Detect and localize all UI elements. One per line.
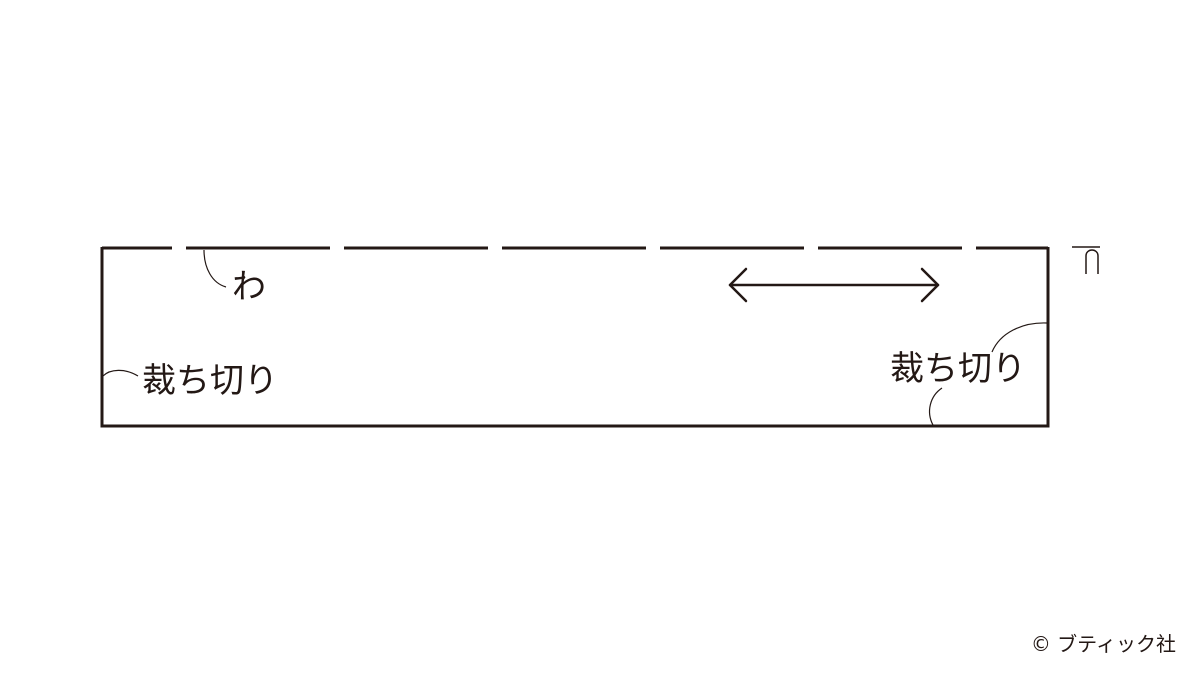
fold-mark-icon <box>1072 246 1100 274</box>
cut-label-left: 裁ち切り <box>142 361 278 401</box>
cut-label-right-leader-top <box>991 322 1048 353</box>
cut-label-left-leader <box>102 369 139 377</box>
copyright-notice: © ブティック社 <box>1030 632 1176 656</box>
fold-label-leader <box>203 249 227 288</box>
cut-label-right-leader-bottom <box>929 387 943 426</box>
pattern-outline <box>100 247 1050 428</box>
grain-arrow <box>728 267 940 303</box>
fold-label: わ <box>232 267 266 307</box>
cut-label-right: 裁ち切り <box>890 349 1026 389</box>
